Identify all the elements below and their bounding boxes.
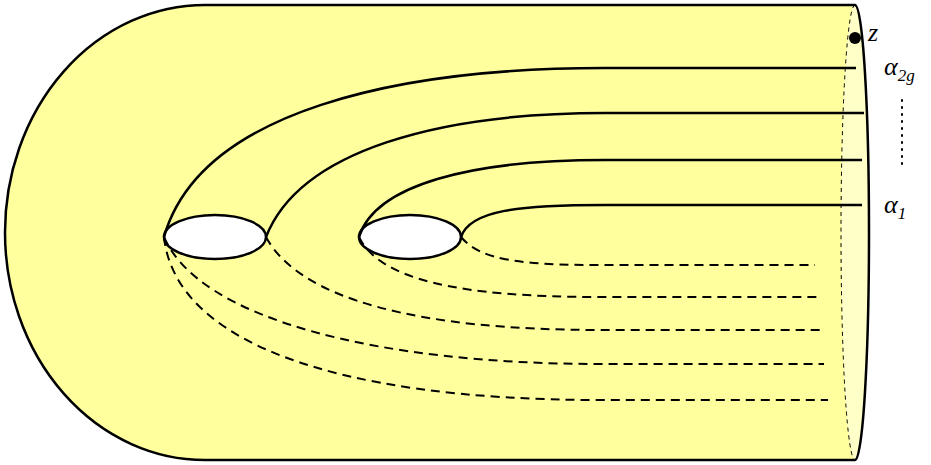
arc-back <box>266 237 821 330</box>
arc-front <box>359 160 862 237</box>
arc-back <box>461 237 815 265</box>
arc-front <box>164 68 856 237</box>
arc-back <box>164 237 828 400</box>
arc-front <box>461 205 862 237</box>
hole <box>359 215 461 259</box>
boundary-cap <box>841 5 869 460</box>
basepoint-dot <box>849 32 861 44</box>
surface-body <box>5 5 855 460</box>
curve-label: α2g <box>884 54 915 80</box>
curve-label: α1 <box>884 192 906 218</box>
point-label: z <box>868 20 878 46</box>
arc-back <box>164 237 824 364</box>
boundary-front <box>855 5 869 460</box>
arc-back <box>359 237 818 297</box>
boundary-back <box>841 5 855 460</box>
arc-front <box>266 113 864 237</box>
surface-outline <box>5 5 855 460</box>
hole <box>164 215 266 259</box>
ellipsis-dots <box>901 100 903 168</box>
